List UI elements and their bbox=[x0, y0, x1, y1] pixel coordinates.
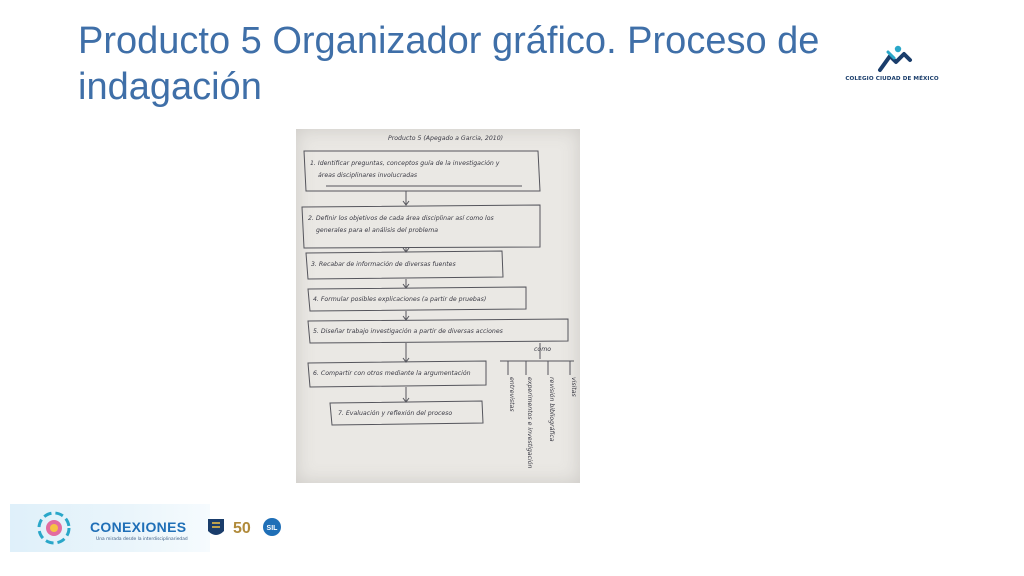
photo-heading: Producto 5 (Apegado a Garcia, 2010) bbox=[388, 134, 503, 142]
arrow-4 bbox=[402, 311, 410, 321]
unam-crest-icon bbox=[208, 519, 224, 535]
branch-1: entrevistas bbox=[508, 377, 516, 412]
branch-4: visitas bbox=[570, 377, 578, 398]
step-7-text: 7. Evaluación y reflexión del proceso bbox=[338, 409, 452, 417]
step-1-text: 1. Identificar preguntas, conceptos guía… bbox=[310, 159, 500, 167]
step-4-text: 4. Formular posibles explicaciones (a pa… bbox=[313, 295, 486, 303]
step-2-text-2: generales para el análisis del problema bbox=[316, 226, 438, 234]
step-4-box bbox=[307, 286, 527, 312]
school-logo: COLEGIO CIUDAD DE MÉXICO bbox=[842, 42, 942, 98]
arrow-5 bbox=[402, 343, 410, 363]
step-3-text: 3. Recabar de información de diversas fu… bbox=[311, 260, 456, 268]
conexiones-banner: CONEXIONES Una mirada desde la interdisc… bbox=[10, 504, 210, 552]
slide-title: Producto 5 Organizador gráfico. Proceso … bbox=[78, 20, 820, 108]
step-3-box bbox=[305, 250, 504, 280]
sil-badge-icon: SIL bbox=[263, 518, 281, 536]
step-6-text: 6. Compartir con otros mediante la argum… bbox=[313, 369, 471, 377]
step-5-text: 5. Diseñar trabajo investigación a parti… bbox=[313, 327, 504, 335]
step-1-box bbox=[303, 150, 541, 192]
step-5-box bbox=[307, 318, 569, 344]
flowchart-photo: Producto 5 (Apegado a Garcia, 2010) 1. I… bbox=[296, 129, 580, 483]
step-2-text: 2. Definir los objetivos de cada área di… bbox=[308, 214, 495, 222]
banner-tagline: Una mirada desde la interdisciplinarieda… bbox=[96, 537, 188, 542]
conexiones-globe-icon bbox=[37, 511, 71, 545]
anniversary-number: 50 bbox=[233, 520, 251, 537]
school-logo-icon bbox=[878, 45, 912, 72]
step-1-text-2: áreas disciplinares involucradas bbox=[318, 171, 418, 179]
arrow-1 bbox=[402, 191, 410, 206]
branch-2: experimentos e investigación bbox=[526, 377, 534, 469]
banner-brand: CONEXIONES bbox=[90, 519, 187, 535]
step-6-box bbox=[307, 360, 487, 388]
step-7-box bbox=[329, 400, 484, 426]
branch-3: revisión bibliográfica bbox=[548, 377, 556, 442]
arrow-2 bbox=[402, 247, 410, 253]
school-logo-name: COLEGIO CIUDAD DE MÉXICO bbox=[845, 76, 939, 82]
sil-badge-text: SIL bbox=[267, 525, 279, 532]
step-2-box bbox=[301, 204, 541, 249]
branch-label: como bbox=[534, 346, 551, 353]
arrow-3 bbox=[402, 279, 410, 289]
arrow-6 bbox=[402, 387, 410, 403]
anniversary-badge: 50 bbox=[232, 517, 258, 539]
